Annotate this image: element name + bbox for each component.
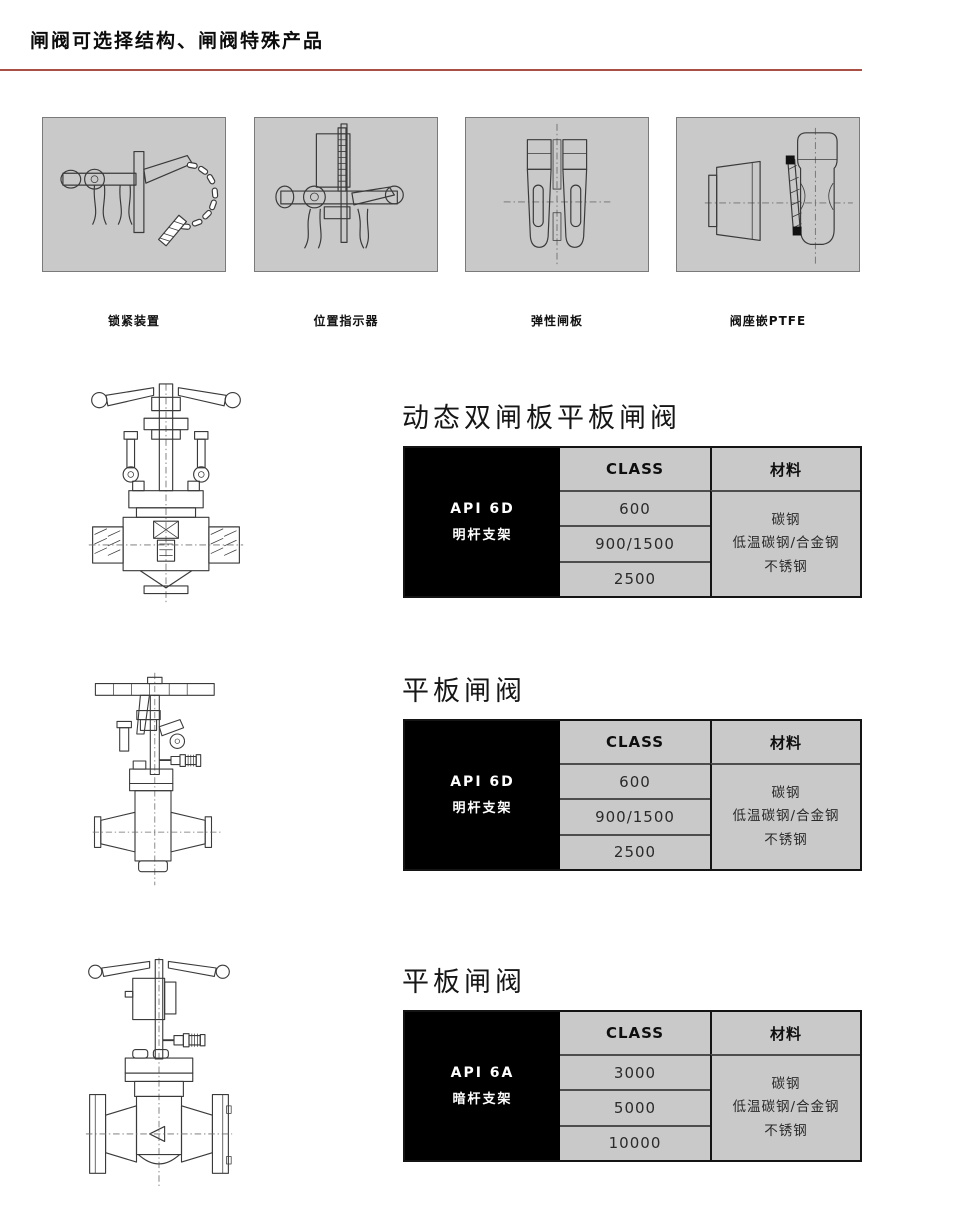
feature-caption: 位置指示器 [313,314,379,328]
feature-box-locking-device [42,117,226,272]
class-value: 600 [560,490,710,525]
spec-cell: API 6D 明杆支架 [405,448,560,596]
position-indicator-icon [275,123,404,249]
spec-table-api6a: API 6A 暗杆支架 CLASS 材料 3000 碳钢 低温碳钢/合金钢 不锈… [403,1010,862,1162]
spec-stem-type: 明杆支架 [452,527,513,543]
feature-box-flexible-gate [465,117,649,272]
material-cell: 碳钢 低温碳钢/合金钢 不锈钢 [710,1054,860,1160]
title-rule [0,69,862,71]
section-title: 平板闸阀 [402,676,526,707]
feature-caption: 阀座嵌PTFE [729,314,807,328]
class-value: 600 [560,763,710,798]
spec-table-api6d-dynamic: API 6D 明杆支架 CLASS 材料 600 碳钢 低温碳钢/合金钢 不锈钢… [403,446,862,598]
feature-box-position-indicator [254,117,438,272]
material-cell: 碳钢 低温碳钢/合金钢 不锈钢 [710,763,860,869]
class-value: 3000 [560,1054,710,1089]
class-value: 900/1500 [560,525,710,560]
spec-standard: API 6D [450,773,515,790]
material-header: 材料 [710,1012,860,1054]
feature-caption: 锁紧装置 [107,314,160,328]
section-title: 平板闸阀 [402,967,526,998]
material-line: 不锈钢 [764,831,808,848]
material-line: 低温碳钢/合金钢 [732,1099,840,1116]
material-line: 碳钢 [771,511,801,528]
class-value: 10000 [560,1124,710,1160]
spec-cell: API 6A 暗杆支架 [405,1012,560,1160]
class-value: 2500 [560,833,710,869]
valve-drawing-flanged [84,952,234,1194]
spec-table-api6d-flat: API 6D 明杆支架 CLASS 材料 600 碳钢 低温碳钢/合金钢 不锈钢… [403,719,862,871]
spec-standard: API 6D [450,500,515,517]
valve-drawing-pressure-seal [90,660,225,898]
spec-stem-type: 暗杆支架 [452,1091,513,1107]
material-line: 碳钢 [771,1075,801,1092]
material-header: 材料 [710,448,860,490]
class-value: 2500 [560,560,710,596]
class-header: CLASS [605,460,665,478]
feature-box-ptfe-seat [676,117,860,272]
class-header: CLASS [605,1024,665,1042]
material-line: 碳钢 [771,784,801,801]
locking-device-icon [60,150,219,247]
spec-standard: API 6A [450,1064,515,1081]
section-title: 动态双闸板平板闸阀 [402,403,681,434]
spec-cell: API 6D 明杆支架 [405,721,560,869]
material-header: 材料 [710,721,860,763]
class-value: 5000 [560,1089,710,1124]
class-value: 900/1500 [560,798,710,833]
class-header: CLASS [605,733,665,751]
feature-caption: 弹性闸板 [530,314,583,328]
material-line: 低温碳钢/合金钢 [732,808,840,825]
flexible-gate-icon [503,123,611,267]
valve-drawing-rising-stem [85,378,247,610]
material-line: 不锈钢 [764,1122,808,1139]
material-line: 不锈钢 [764,558,808,575]
spec-stem-type: 明杆支架 [452,800,513,816]
material-cell: 碳钢 低温碳钢/合金钢 不锈钢 [710,490,860,596]
ptfe-seat-icon [704,127,853,265]
material-line: 低温碳钢/合金钢 [732,535,840,552]
page-title: 闸阀可选择结构、闸阀特殊产品 [30,30,325,52]
